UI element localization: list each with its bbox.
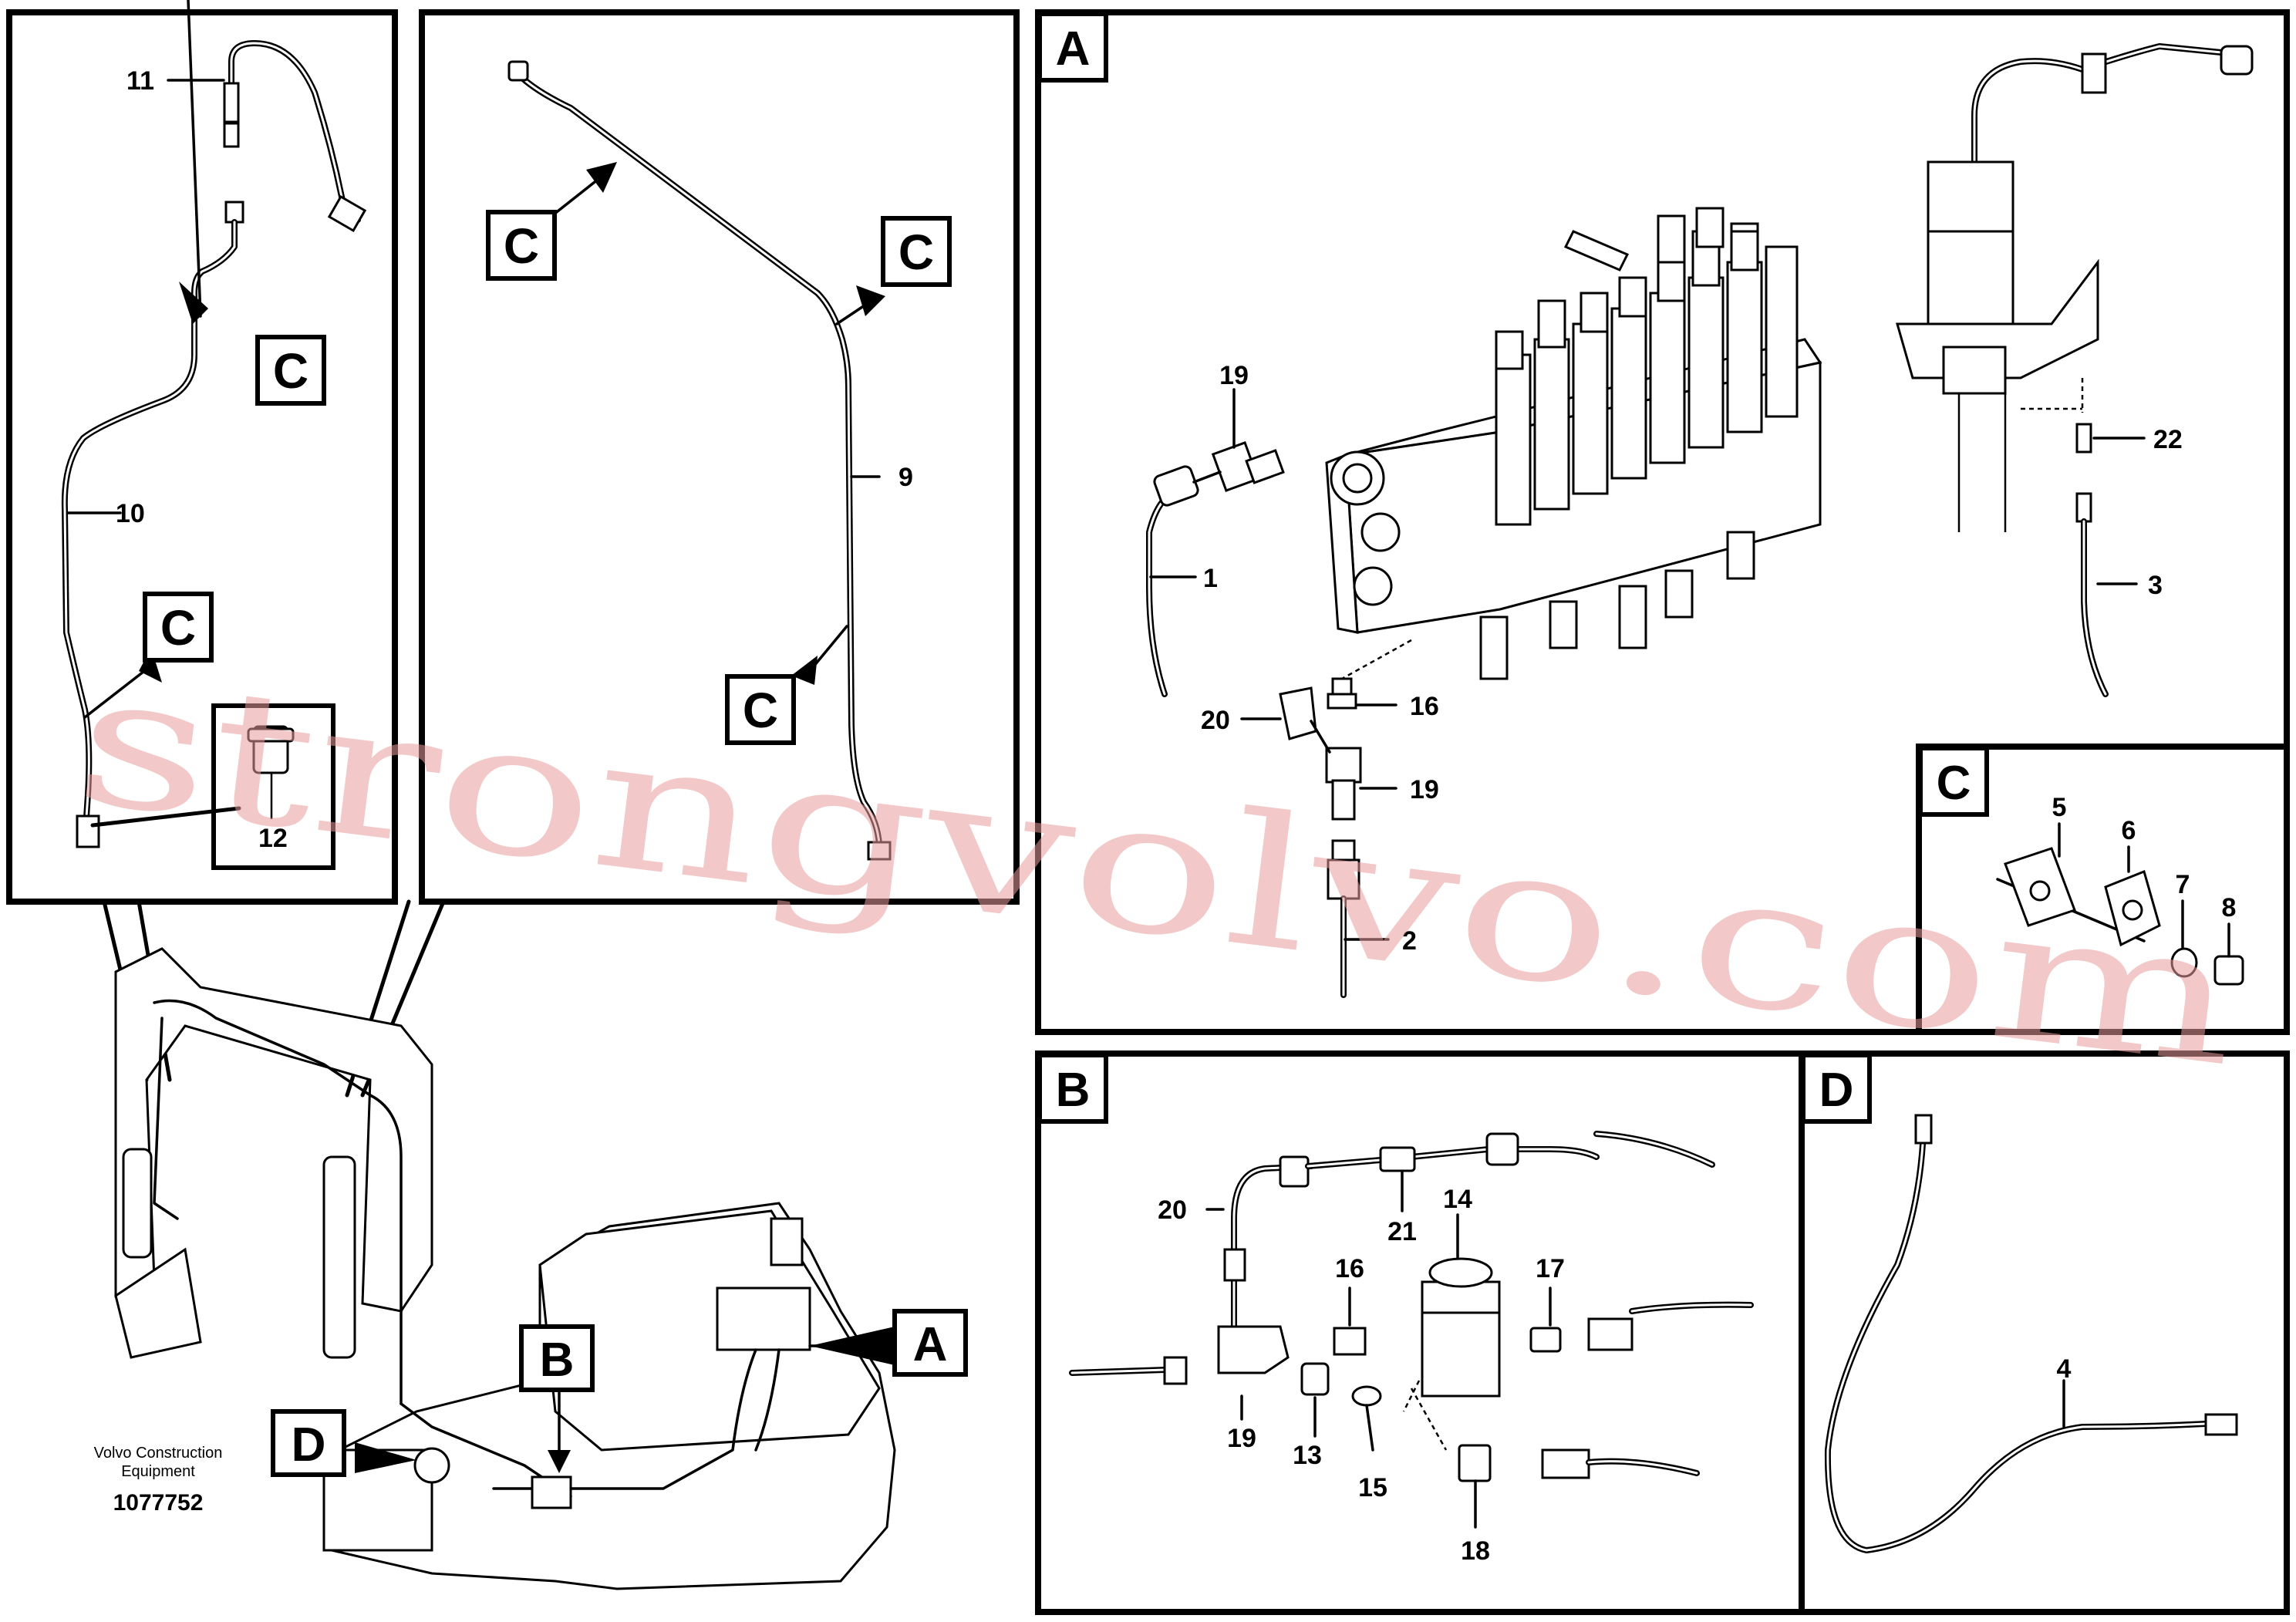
part-number-15: 15 xyxy=(1358,1473,1387,1502)
panel-b-solenoid-block xyxy=(1035,1050,1900,1615)
part-number-8: 8 xyxy=(2222,893,2237,922)
part-number-13: 13 xyxy=(1293,1441,1322,1470)
panel-tab-b: B xyxy=(1037,1053,1108,1124)
panel-a-label: A xyxy=(1056,22,1091,76)
part-number-3: 3 xyxy=(2148,571,2163,600)
panel-tab-a: A xyxy=(1037,12,1108,83)
part-number-11: 11 xyxy=(126,66,154,96)
part-number-22: 22 xyxy=(2153,425,2183,454)
part-number-10: 10 xyxy=(116,499,145,528)
callout-c-label: C xyxy=(160,600,196,656)
machine-overview xyxy=(102,899,896,1590)
panel-d-label: D xyxy=(1819,1064,1854,1117)
overview-box-d: D xyxy=(271,1409,346,1477)
part-number-17: 17 xyxy=(1536,1254,1565,1283)
part-number-9: 9 xyxy=(899,463,913,492)
part-number-16a: 16 xyxy=(1410,692,1439,721)
document-number: 1077752 xyxy=(113,1490,204,1516)
panel-d-hose xyxy=(1799,1050,2290,1615)
part-number-16b: 16 xyxy=(1335,1254,1364,1283)
callout-c-box-2: C xyxy=(143,592,214,663)
part-number-4: 4 xyxy=(2057,1354,2072,1384)
panel-b-label: B xyxy=(1056,1064,1091,1117)
caption-line-1: Volvo Construction xyxy=(94,1445,223,1462)
part-number-6: 6 xyxy=(2122,816,2136,845)
part-number-14: 14 xyxy=(1443,1185,1472,1214)
caption: Volvo Construction Equipment 1077752 xyxy=(94,1445,223,1516)
callout-c-box-5: C xyxy=(725,674,796,745)
panel-tab-c: C xyxy=(1918,746,1989,817)
overview-box-b: B xyxy=(519,1324,595,1392)
part-number-1: 1 xyxy=(1203,564,1218,593)
overview-box-a: A xyxy=(892,1309,968,1377)
part-number-21: 21 xyxy=(1387,1217,1417,1246)
part-number-7: 7 xyxy=(2176,870,2190,899)
part-number-5: 5 xyxy=(2052,793,2067,822)
callout-c-label: C xyxy=(743,683,778,738)
callout-c-label: C xyxy=(504,218,539,274)
part-number-19a: 19 xyxy=(1219,361,1249,390)
part-number-20b: 20 xyxy=(1158,1195,1187,1225)
callout-c-box-3: C xyxy=(486,210,557,281)
callout-c-label: C xyxy=(273,343,308,399)
part-number-19c: 19 xyxy=(1227,1424,1256,1453)
part-number-19b: 19 xyxy=(1410,775,1439,804)
part-number-2: 2 xyxy=(1402,926,1417,956)
caption-line-2: Equipment xyxy=(121,1463,195,1480)
panel-tab-d: D xyxy=(1801,1053,1872,1124)
part-number-12: 12 xyxy=(258,824,288,853)
callout-c-pointers xyxy=(83,0,885,719)
part-number-18: 18 xyxy=(1461,1536,1490,1566)
panel-pipe-10 xyxy=(6,9,398,905)
callout-c-label: C xyxy=(899,224,934,280)
part-number-labels: 11 10 12 9 19 1 20 16 19 2 22 3 5 6 7 8 … xyxy=(116,66,2236,1566)
overview-d-label: D xyxy=(292,1418,326,1472)
panel-pipe-9 xyxy=(419,9,1020,905)
callout-c-box-1: C xyxy=(255,335,326,406)
callout-c-box-4: C xyxy=(881,216,952,287)
panel-c-label: C xyxy=(1937,757,1971,810)
overview-a-label: A xyxy=(913,1318,948,1371)
overview-b-label: B xyxy=(540,1334,575,1387)
part-number-20a: 20 xyxy=(1201,706,1230,735)
